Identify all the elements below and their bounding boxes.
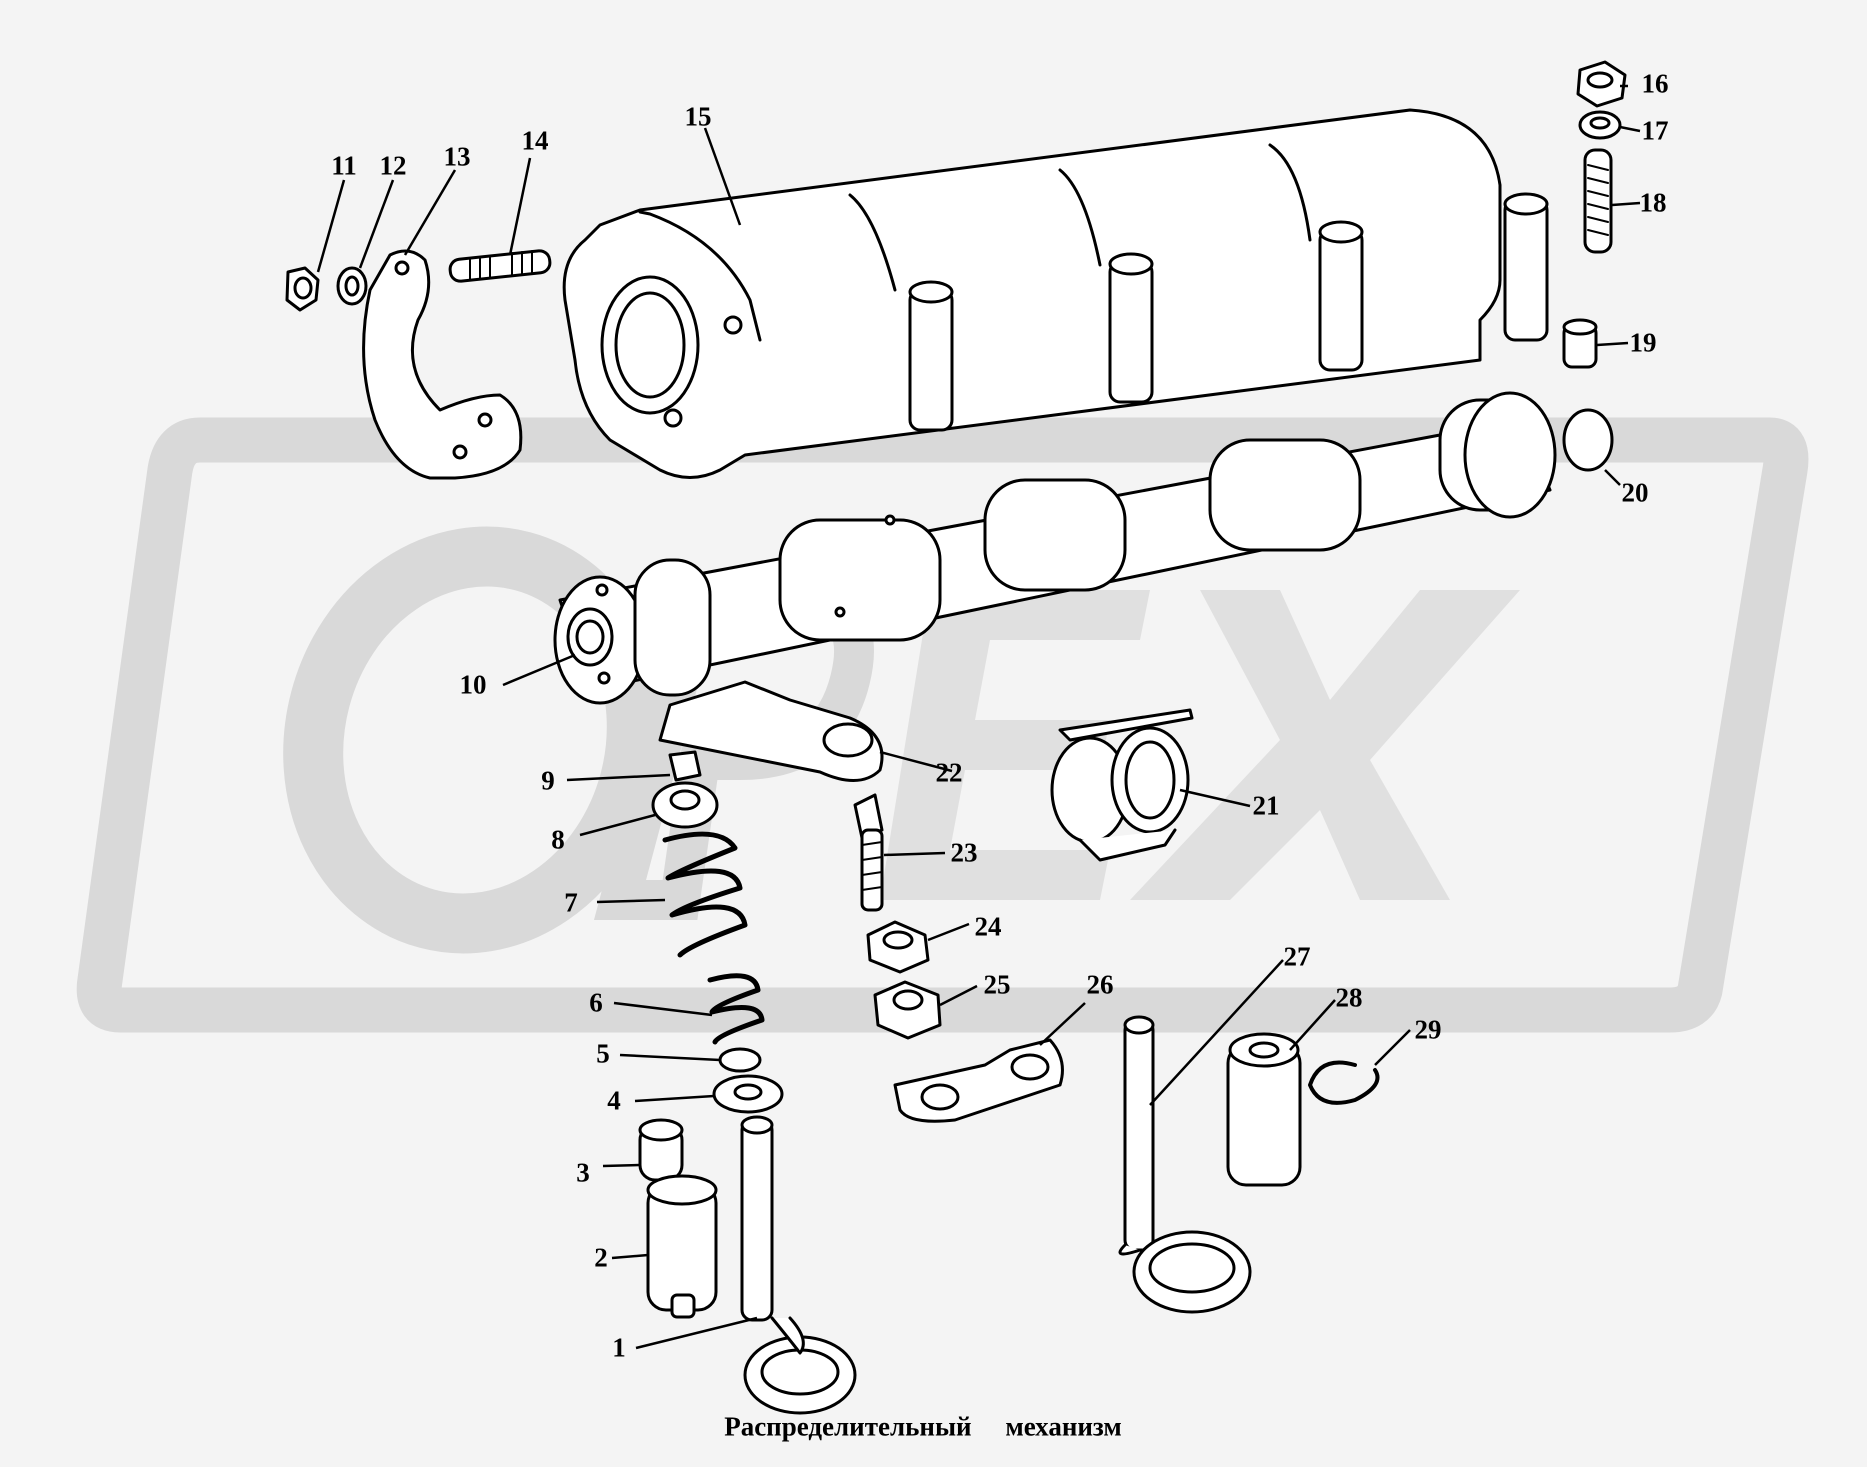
part-25-nut — [873, 980, 942, 1040]
part-11-nut — [285, 266, 320, 312]
leader-lines — [316, 84, 1641, 1350]
callout-1: 1 — [612, 1332, 626, 1363]
part-28-valve-guide — [1226, 1032, 1302, 1187]
part-24-nut — [866, 920, 930, 974]
part-15-camshaft-housing — [562, 108, 1549, 479]
callout-9: 9 — [541, 765, 555, 796]
callout-20: 20 — [1621, 477, 1649, 508]
callout-13: 13 — [443, 141, 471, 172]
part-14-stud — [448, 249, 552, 283]
callout-22: 22 — [935, 757, 963, 788]
callout-11: 11 — [331, 150, 357, 181]
part-29-retaining-ring — [1308, 1060, 1380, 1105]
part-17-washer — [1578, 110, 1622, 140]
callout-29: 29 — [1414, 1014, 1442, 1045]
part-21-rocker-spring — [1050, 708, 1194, 862]
callout-23: 23 — [950, 837, 978, 868]
callout-28: 28 — [1335, 982, 1363, 1013]
diagram-caption: Распределительный механизм — [724, 1411, 1122, 1442]
callout-18: 18 — [1639, 187, 1667, 218]
part-7-outer-valve-spring — [662, 831, 748, 958]
callout-27: 27 — [1283, 941, 1311, 972]
callout-24: 24 — [974, 911, 1002, 942]
part-3-valve-stem-seal — [638, 1118, 684, 1182]
part-2-valve-guide — [646, 1174, 718, 1319]
part-26-lock-plate — [893, 1038, 1064, 1123]
part-9-valve-collets — [668, 750, 702, 782]
part-5-spring-seat-ring — [718, 1047, 762, 1073]
callout-16: 16 — [1641, 68, 1669, 99]
callout-17: 17 — [1641, 115, 1669, 146]
part-27-exhaust-valve — [1118, 1015, 1252, 1314]
part-13-thrust-flange — [362, 249, 523, 480]
watermark-logo — [76, 417, 1809, 1033]
callout-5: 5 — [596, 1038, 610, 1069]
part-16-nut — [1576, 60, 1627, 108]
callout-12: 12 — [379, 150, 407, 181]
part-6-inner-valve-spring — [707, 973, 765, 1045]
part-4-spring-seat-washer — [712, 1074, 784, 1114]
part-20-plug — [1562, 408, 1614, 472]
part-19-bushing — [1562, 318, 1598, 369]
callout-8: 8 — [551, 824, 565, 855]
callout-2: 2 — [594, 1242, 608, 1273]
part-8-spring-retainer — [651, 781, 719, 829]
callout-21: 21 — [1252, 790, 1280, 821]
part-12-washer — [336, 266, 368, 306]
part-18-stud — [1583, 148, 1613, 254]
callout-10: 10 — [459, 669, 487, 700]
part-23-adjusting-screw — [853, 793, 884, 912]
callout-15: 15 — [684, 101, 712, 132]
callout-25: 25 — [983, 969, 1011, 1000]
part-22-rocker-arm — [658, 680, 884, 782]
part-1-intake-valve — [740, 1115, 857, 1415]
callout-3: 3 — [576, 1157, 590, 1188]
part-10-camshaft — [553, 391, 1557, 705]
callout-19: 19 — [1629, 327, 1657, 358]
callout-14: 14 — [521, 125, 549, 156]
callout-7: 7 — [564, 887, 578, 918]
callout-26: 26 — [1086, 969, 1114, 1000]
callout-4: 4 — [607, 1085, 621, 1116]
callout-6: 6 — [589, 987, 603, 1018]
